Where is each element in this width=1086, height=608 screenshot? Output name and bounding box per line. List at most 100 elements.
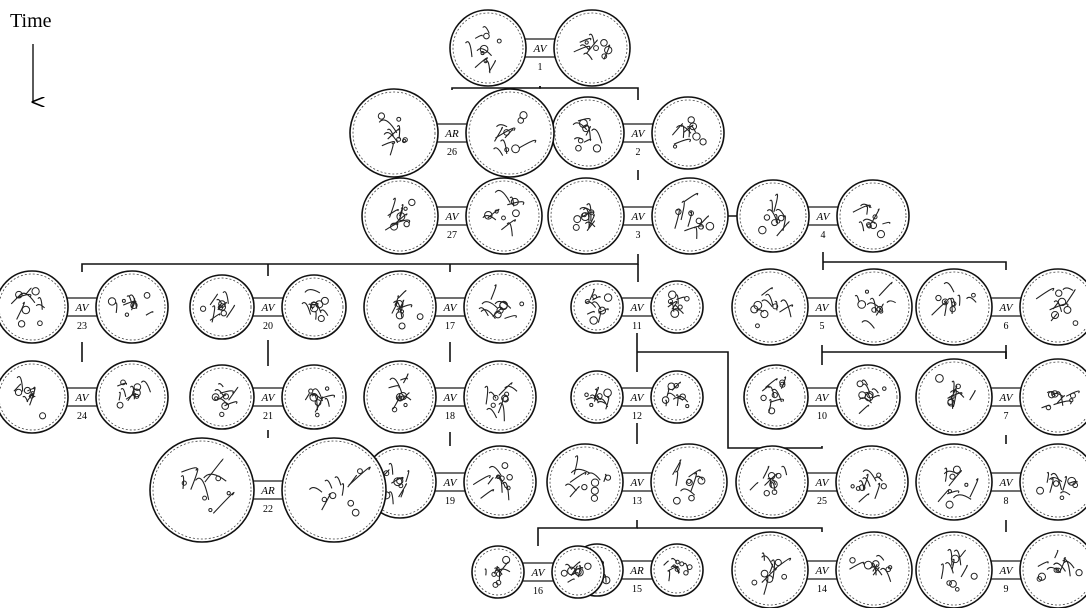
metal-label: AV [75,302,90,314]
metal-label: AV [816,211,831,223]
metal-label: AV [815,392,830,404]
coin-number: 4 [821,230,826,241]
reverse-coin-20 [281,274,347,340]
metal-label: AR [444,128,459,140]
coin-number: 11 [632,321,642,332]
obverse-coin-22 [149,437,255,543]
reverse-coin-26 [465,88,555,178]
connector-3-23 [81,254,639,272]
metal-label: AV [631,211,646,223]
coin-number: 7 [1004,411,1009,422]
obverse-coin-16 [471,545,525,599]
reverse-coin-10 [835,364,901,430]
obverse-coin-14 [731,531,809,608]
coin-number: 18 [445,411,455,422]
coin-number: 8 [1004,496,1009,507]
metal-label: AR [260,485,275,497]
obverse-coin-21 [189,364,255,430]
coin-number: 2 [636,147,641,158]
coin-number: 23 [77,321,87,332]
reverse-coin-14 [835,531,913,608]
coin-pair-1: AV 1 [449,9,631,87]
coin-pair-8: AV8 [915,443,1086,521]
obverse-coin-23 [0,270,69,344]
coin-number: 10 [817,411,827,422]
connector-13-14 [637,527,823,532]
coin-number: 16 [533,586,543,597]
reverse-coin-21 [281,364,347,430]
obverse-coin-18 [363,360,437,434]
coin-number: 17 [445,321,455,332]
reverse-coin-23 [95,270,169,344]
coin-pair-23: AV 23 [0,270,169,344]
obverse-coin-2 [551,96,625,170]
coin-number: 12 [632,411,642,422]
reverse-coin-24 [95,360,169,434]
obverse-coin-11 [570,280,624,334]
reverse-coin-8 [1019,443,1086,521]
connector-5-7 [822,351,1007,359]
obverse-coin-8 [915,443,993,521]
reverse-coin-5 [835,268,913,346]
obverse-coin-3 [547,177,625,255]
metal-label: AV [261,302,276,314]
coin-pair-10: AV 10 [743,364,901,430]
coin-pair-3: AV3 [547,177,729,255]
connector-11-25 [637,351,823,449]
coin-number: 24 [77,411,87,422]
obverse-coin-27 [361,177,439,255]
coin-number: 25 [817,496,827,507]
obverse-coin-9 [915,531,993,608]
coin-pair-9: AV9 [915,531,1086,608]
metal-label: AV [815,477,830,489]
coin-number: 21 [263,411,273,422]
obverse-coin-13 [546,443,624,521]
reverse-coin-9 [1019,531,1086,608]
obverse-coin-20 [189,274,255,340]
reverse-coin-17 [463,270,537,344]
reverse-coin-13 [650,443,728,521]
reverse-coin-18 [463,360,537,434]
reverse-coin-2 [651,96,725,170]
metal-label: AV [630,302,645,314]
obverse-coin-25 [735,445,809,519]
obverse-coin-12 [570,370,624,424]
reverse-coin-1 [553,9,631,87]
coin-pair-24: AV 24 [0,360,169,434]
reverse-coin-16 [551,545,605,599]
coin-pair-7: AV7 [915,358,1086,436]
obverse-coin-10 [743,364,809,430]
coin-number: 1 [538,62,543,73]
metal-label: AV [999,565,1014,577]
coin-number: 19 [445,496,455,507]
obverse-coin-5 [731,268,809,346]
metal-label: AV [75,392,90,404]
metal-label: AR [629,565,644,577]
metal-label: AV [631,128,646,140]
obverse-coin-4 [736,179,810,253]
reverse-coin-6 [1019,268,1086,346]
coin-number: 22 [263,504,273,515]
obverse-coin-1 [449,9,527,87]
connector-4-6 [823,261,1007,270]
metal-label: AV [815,302,830,314]
metal-label: AV [533,43,548,55]
reverse-coin-4 [836,179,910,253]
metal-label: AV [630,392,645,404]
coin-number: 5 [820,321,825,332]
connector-1-26 [451,86,541,90]
coin-number: 13 [632,496,642,507]
obverse-coin-24 [0,360,69,434]
coin-pair-11: AV 11 [570,280,704,334]
coin-number: 14 [817,584,827,595]
coin-pair-25: AV 25 [735,445,909,519]
coin-pair-2: AV 2 [551,96,725,170]
coin-number: 15 [632,584,642,595]
coin-pair-4: AV 4 [736,179,910,253]
